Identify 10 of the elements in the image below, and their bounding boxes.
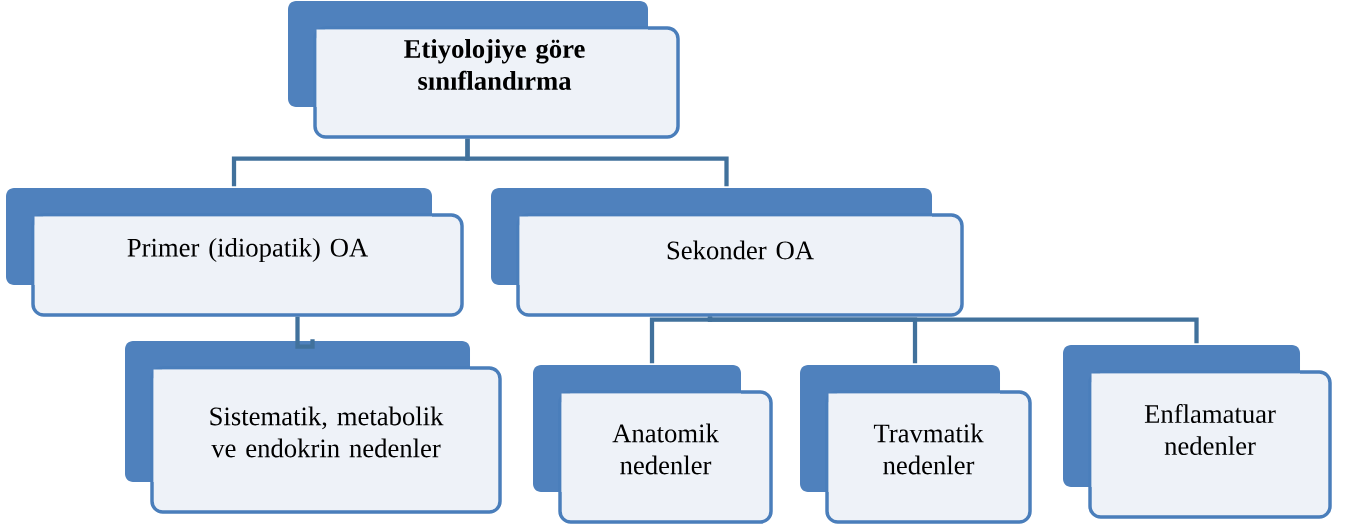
- process-box: Sekonder OA: [491, 188, 964, 317]
- process-box: Etiyolojiye göre sınıflandırma: [288, 1, 680, 139]
- process-box: Travmatik nedenler: [800, 365, 1032, 524]
- process-box: Primer (idiopatik) OA: [6, 188, 464, 317]
- process-box: Enflamatuar nedenler: [1063, 345, 1332, 519]
- process-box: Anatomik nedenler: [533, 365, 773, 524]
- connector-line: [465, 138, 729, 187]
- process-box: Sistematik, metabolik ve endokrin nedenler: [125, 341, 502, 514]
- connector-line: [295, 316, 315, 349]
- connector-line: [707, 315, 1199, 344]
